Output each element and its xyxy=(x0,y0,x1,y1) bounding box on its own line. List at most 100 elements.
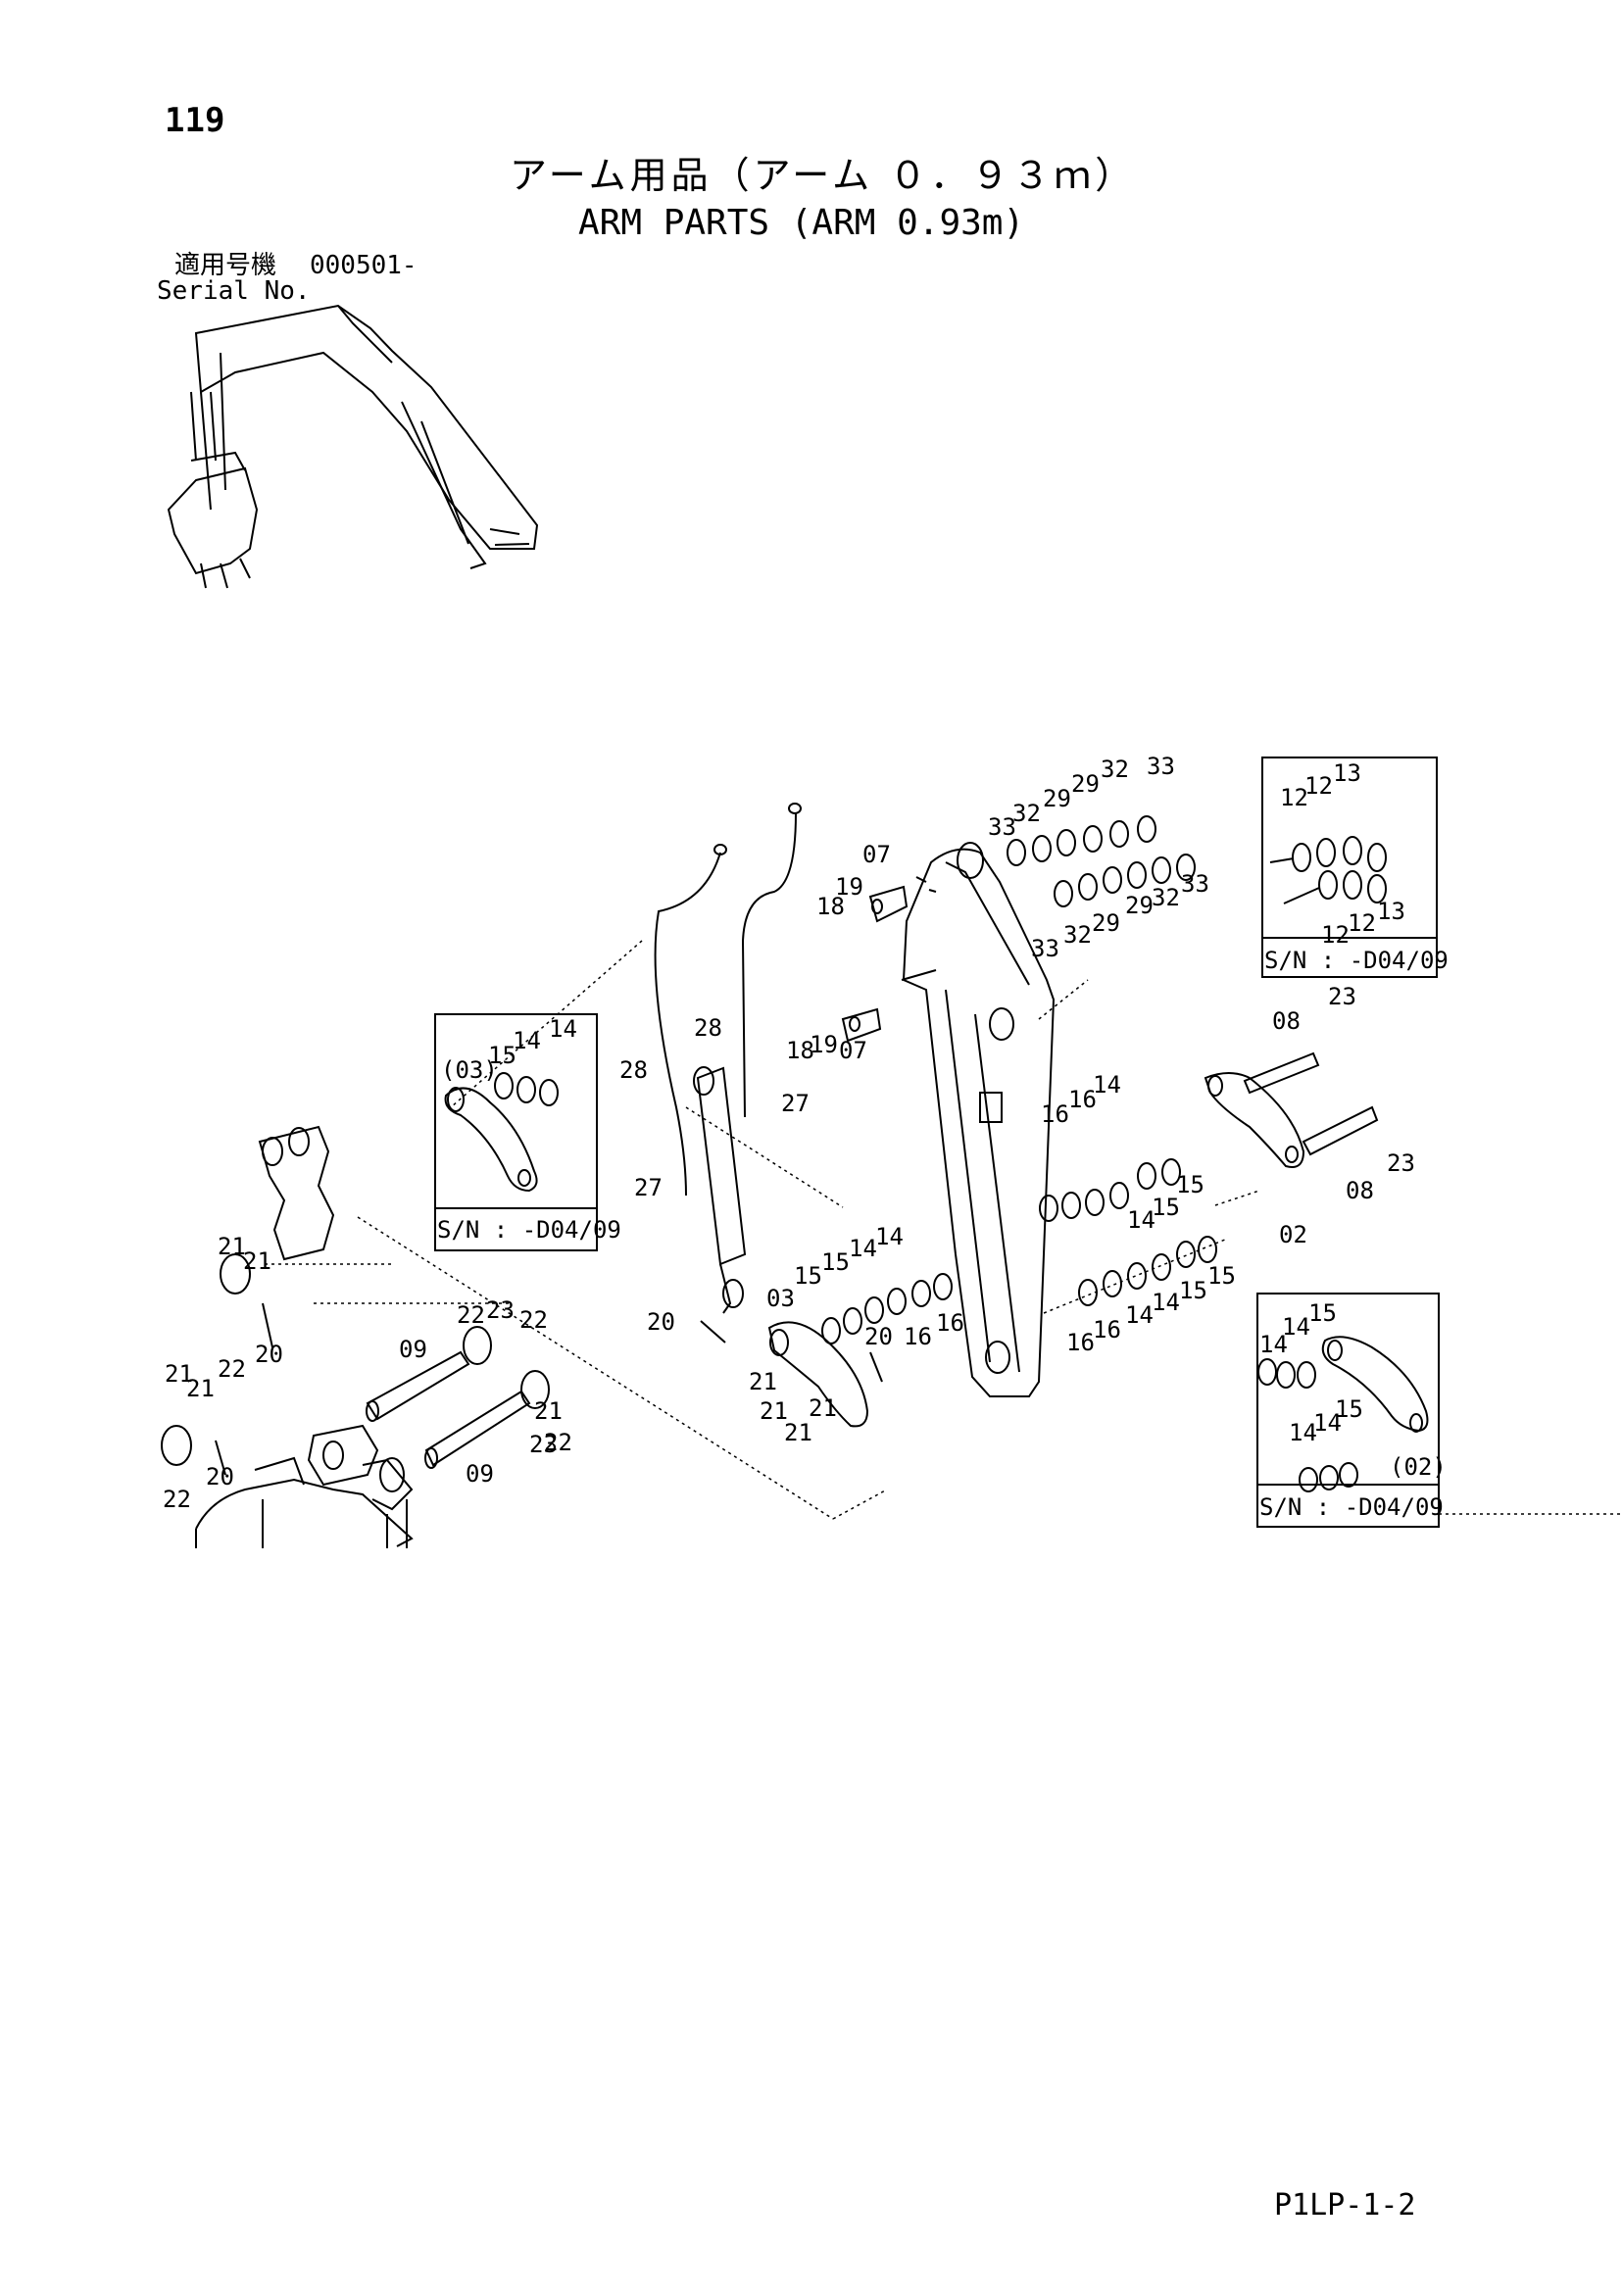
callout-label: 20 xyxy=(647,1308,675,1336)
excavator-overview-illustration xyxy=(167,304,539,589)
callout-label: 02 xyxy=(1279,1221,1307,1248)
callout-label: 33 xyxy=(1147,753,1175,780)
callout-label: 33 xyxy=(1031,935,1059,962)
callout-label: 14 xyxy=(849,1235,877,1262)
callout-label: 21 xyxy=(784,1419,812,1446)
callout-label: 32 xyxy=(1101,756,1129,783)
callout-label: 23 xyxy=(1387,1149,1415,1177)
callout-label: 16 xyxy=(1066,1329,1095,1356)
callout-label: 21 xyxy=(760,1397,788,1425)
detail-box-top-right-serial: S/N : -D04/09 xyxy=(1264,947,1449,974)
callout-label: 14 xyxy=(875,1223,904,1250)
pins xyxy=(366,1051,1379,1469)
detail-box-top-right xyxy=(1261,757,1438,978)
callout-label: 21 xyxy=(749,1368,777,1395)
callout-label: 08 xyxy=(1272,1007,1301,1035)
callout-label: 27 xyxy=(634,1174,663,1201)
callout-label: 19 xyxy=(810,1031,838,1058)
callout-label: 28 xyxy=(619,1056,648,1084)
serial-label-japanese: 適用号機 xyxy=(174,251,277,280)
detail-box-bottom-right-serial: S/N : -D04/09 xyxy=(1259,1493,1444,1521)
callout-label: 29 xyxy=(1092,909,1120,937)
callout-label: 15 xyxy=(1335,1395,1363,1423)
callout-label: 15 xyxy=(1176,1171,1204,1198)
callout-label: 23 xyxy=(1328,983,1356,1010)
callout-label: 23 xyxy=(486,1296,515,1324)
detail-box-left xyxy=(434,1013,598,1251)
callout-label: 15 xyxy=(1152,1194,1180,1221)
callout-label: 32 xyxy=(1012,800,1041,827)
detail-box-left-serial: S/N : -D04/09 xyxy=(437,1216,621,1244)
callout-label: 07 xyxy=(839,1037,867,1064)
callout-label: 12 xyxy=(1321,921,1350,949)
callout-label: 14 xyxy=(1127,1206,1155,1234)
cylinder-and-hoses xyxy=(654,803,802,1314)
callout-label: 28 xyxy=(694,1014,722,1042)
callout-label: 15 xyxy=(1308,1299,1337,1327)
serial-number: 000501- xyxy=(310,251,418,280)
callout-label: 14 xyxy=(1259,1331,1288,1358)
callout-labels: 33 32 29 29 32 33 33 32 29 29 32 33 07 1… xyxy=(163,753,1449,1521)
callout-label: 15 xyxy=(1179,1277,1207,1304)
callout-label: 22 xyxy=(544,1429,572,1456)
leader-lines xyxy=(265,940,1622,1520)
callout-label: 27 xyxy=(781,1090,810,1117)
callout-label: 20 xyxy=(206,1463,234,1490)
callout-label: 15 xyxy=(488,1042,516,1069)
callout-label: 23 xyxy=(529,1431,558,1458)
page-code: P1LP-1-2 xyxy=(1274,2188,1416,2223)
callout-label: 18 xyxy=(786,1037,814,1064)
callout-label: 14 xyxy=(1125,1301,1154,1329)
callout-label: 16 xyxy=(1041,1100,1069,1128)
bucket-linkage xyxy=(195,1125,414,1548)
callout-label: 14 xyxy=(513,1027,541,1054)
callout-label: 16 xyxy=(1093,1316,1121,1343)
callout-label: 15 xyxy=(1207,1262,1236,1290)
detail-box-bottom-right xyxy=(1256,1293,1440,1528)
callout-label: 29 xyxy=(1043,785,1071,812)
callout-label: 15 xyxy=(794,1262,822,1290)
callout-label: 16 xyxy=(936,1309,964,1337)
callout-label: 09 xyxy=(466,1460,494,1488)
callout-label: 14 xyxy=(1093,1071,1121,1099)
page-number: 119 xyxy=(165,101,225,140)
callout-label: 20 xyxy=(864,1323,893,1350)
callout-label: 14 xyxy=(1313,1409,1342,1437)
washer-stack-lower xyxy=(1283,870,1387,904)
page-title-english: ARM PARTS (ARM 0.93m) xyxy=(578,203,1025,243)
callout-label: 22 xyxy=(457,1301,485,1329)
callout-label: 21 xyxy=(243,1247,271,1275)
callout-label: 08 xyxy=(1346,1177,1374,1204)
callout-label: 20 xyxy=(255,1341,283,1368)
callout-label: 12 xyxy=(1348,909,1376,937)
callout-label: 33 xyxy=(1181,870,1209,898)
callout-label: 21 xyxy=(809,1394,837,1422)
callout-label: 07 xyxy=(862,841,891,868)
callout-label: 14 xyxy=(549,1015,577,1043)
callout-label: 16 xyxy=(904,1323,932,1350)
callout-label: 09 xyxy=(399,1336,427,1363)
callout-label: 14 xyxy=(1282,1313,1310,1341)
callout-label: 32 xyxy=(1152,884,1180,911)
callout-label: 21 xyxy=(534,1397,563,1425)
callout-label: 19 xyxy=(835,873,863,901)
callout-label: 29 xyxy=(1071,770,1100,798)
serial-label-english: Serial No. xyxy=(157,276,311,306)
side-plates-and-bolts xyxy=(161,885,909,1476)
callout-label: 21 xyxy=(165,1360,193,1388)
detail-box-bottom-right-part-ref: (02) xyxy=(1390,1453,1447,1481)
callout-label: 32 xyxy=(1063,921,1092,949)
callout-label: 14 xyxy=(1289,1419,1317,1446)
callout-label: 15 xyxy=(821,1248,850,1276)
callout-label: 16 xyxy=(1068,1086,1097,1113)
callout-label: 33 xyxy=(988,813,1016,841)
callout-label: 21 xyxy=(186,1375,215,1402)
detail-box-left-part-ref: (03) xyxy=(441,1056,498,1084)
callout-label: 03 xyxy=(766,1285,795,1312)
callout-label: 12 xyxy=(1304,772,1333,800)
callout-label: 13 xyxy=(1333,759,1361,787)
link-plate-left xyxy=(444,1087,538,1193)
page-title-japanese: アーム用品（アーム ０．９３ｍ） xyxy=(510,154,1137,197)
callout-label: 22 xyxy=(218,1355,246,1383)
